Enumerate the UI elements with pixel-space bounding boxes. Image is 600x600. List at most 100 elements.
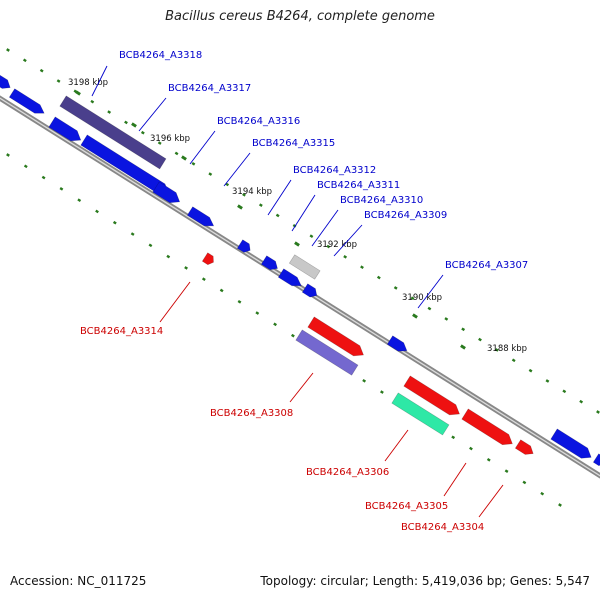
gene-label-forward: BCB4264_A3310 [340,195,423,206]
gene-label-forward: BCB4264_A3309 [364,210,447,221]
tick-track-outer [393,286,398,290]
gene-block [260,255,278,271]
tick-track-inner [23,164,28,169]
tick-track-outer [275,213,280,218]
tick-track-outer [562,389,567,394]
scale-label: 3192 kbp [317,240,357,250]
gene-label-forward: BCB4264_A3316 [217,116,300,127]
tick-track-outer [174,151,179,156]
tick-track-outer [478,337,482,342]
gene-label-forward: BCB4264_A3318 [119,50,202,61]
gene-label-forward: BCB4264_A3312 [293,165,376,176]
major-tick [412,313,418,319]
gene-block [301,283,318,298]
scale-label: 3190 kbp [402,293,442,303]
tick-track-inner [130,232,135,236]
gene-block [186,206,215,227]
tick-track-outer [191,161,196,166]
gene-block [550,428,592,459]
label-leader-line [291,194,316,232]
gene-block [307,316,364,357]
gene-block [236,239,251,253]
tick-track-inner [255,311,260,315]
tick-track-inner [59,187,64,191]
gene-label-reverse: BCB4264_A3306 [306,467,389,478]
genome-backbone-core [0,97,600,477]
label-leader-line [311,209,339,247]
label-leader-line [384,429,409,462]
tick-track-outer [6,48,10,52]
gene-block-3317 [59,95,167,170]
gene-block-3306 [391,392,450,436]
tick-track-outer [444,317,449,321]
tick-track-inner [486,458,491,462]
gene-block [386,335,408,352]
major-tick [294,241,300,247]
tick-track-outer [309,234,314,238]
gene-block [0,74,11,89]
tick-track-inner [6,153,10,157]
tick-track-inner [237,299,242,304]
tick-track-inner [77,198,82,202]
major-tick [237,204,243,210]
tick-track-outer [22,58,27,63]
label-leader-line [189,130,216,165]
gene-block [48,116,82,142]
label-leader-line [159,281,191,323]
major-tick [460,344,466,350]
gene-block [514,439,534,455]
label-leader-line [289,372,314,403]
tick-track-inner [184,266,188,270]
scale-label: 3196 kbp [150,134,190,144]
major-tick [131,122,137,128]
tick-track-outer [461,327,466,332]
gene-block [152,181,181,204]
gene-block [403,375,460,416]
gene-block-3314 [201,252,214,266]
tick-track-inner [219,288,224,293]
tick-track-inner [558,503,562,507]
tick-track-inner [166,254,171,259]
tick-track-inner [540,491,545,496]
gene-label-forward: BCB4264_A3315 [252,138,335,149]
tick-track-outer [511,358,516,363]
gene-block [592,453,600,467]
tick-track-outer [90,99,95,104]
tick-track-inner [201,277,206,282]
gene-block [277,268,302,287]
tick-track-outer [124,120,128,125]
gene-block [461,408,513,446]
gene-label-forward: BCB4264_A3317 [168,83,251,94]
tick-track-outer [326,244,331,249]
label-leader-line [223,152,251,187]
tick-track-inner [380,390,384,394]
tick-track-inner [273,322,278,327]
tick-track-outer [545,379,550,383]
gene-block-3308 [295,329,359,376]
tick-track-outer [56,79,61,83]
major-tick [75,90,81,96]
tick-track-inner [522,480,527,485]
major-tick [181,155,187,161]
gene-label-reverse: BCB4264_A3304 [401,522,484,533]
tick-track-outer [528,368,533,373]
tick-track-inner [290,333,295,338]
tick-track-outer [39,68,44,73]
tick-track-inner [95,209,99,214]
scale-label: 3188 kbp [487,344,527,354]
tick-track-inner [451,435,456,440]
tick-track-inner [469,446,473,451]
tick-track-outer [596,410,600,414]
label-leader-line [267,179,292,216]
label-leader-line [417,274,444,309]
gene-label-reverse: BCB4264_A3308 [210,408,293,419]
gene-label-forward: BCB4264_A3307 [445,260,528,271]
label-leader-line [138,97,167,132]
gene-label-reverse: BCB4264_A3314 [80,326,163,337]
label-leader-line [91,65,108,97]
gene-block-3312 [288,254,321,280]
gene-block [8,88,45,114]
accession-text: Accession: NC_011725 [10,574,147,588]
scale-label: 3194 kbp [232,187,272,197]
